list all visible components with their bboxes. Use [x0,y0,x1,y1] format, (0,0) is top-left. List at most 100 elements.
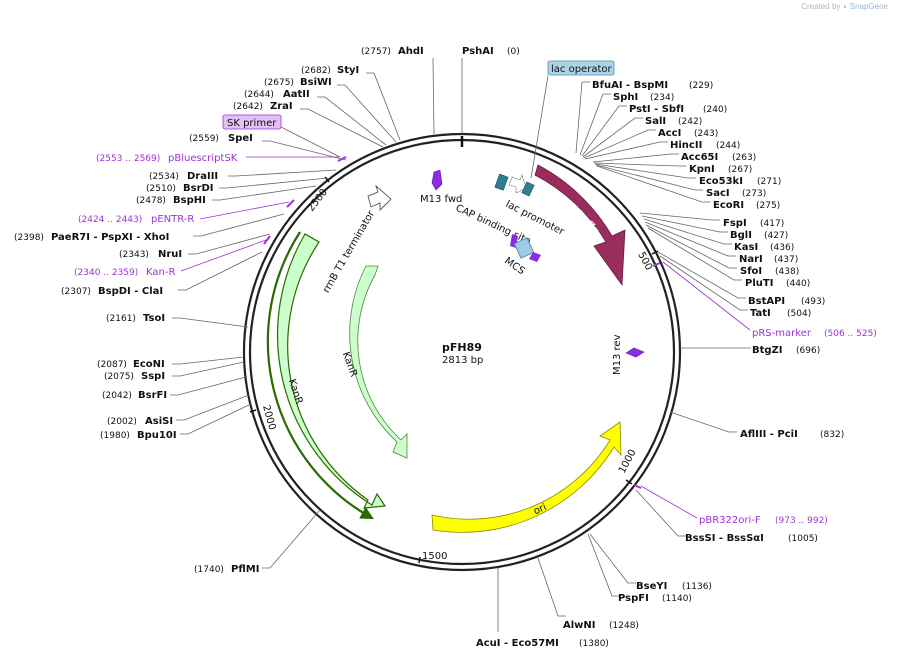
feature-m13-rev[interactable]: M13 rev [612,334,645,375]
enzyme-tati[interactable]: TatI (504) [659,255,811,319]
enzyme-btgzi[interactable]: BtgZI (696) [680,345,820,356]
enzyme-pspfi[interactable]: PspFI (1140) [587,533,692,604]
enzyme-pflmi[interactable]: (1740) PflMI [194,509,321,575]
enzyme-btgzi-name: BtgZI [752,345,783,356]
primer-kan-r-name: Kan-R [146,267,175,278]
enzyme-nrui-name: NruI [158,249,182,260]
primer-pentr-r[interactable]: (2424 .. 2443) pENTR-R [78,199,295,225]
enzyme-fspi-pos: (417) [760,219,784,229]
plasmid-length: 2813 bp [442,355,483,366]
enzyme-fspi[interactable]: FspI (417) [639,212,784,229]
enzyme-nrui[interactable]: (2343) NruI [119,233,271,260]
feature-rrnb-terminator[interactable]: rrnB T1 terminator [321,184,392,295]
primer-prs-marker[interactable]: pRS-marker (506 .. 525) [652,261,877,339]
enzyme-zrai-name: ZraI [270,101,293,112]
enzyme-bsrdi-pos: (2510) [146,184,176,194]
primer-kan-r-pos: (2340 .. 2359) [74,268,138,278]
enzyme-xhoi[interactable]: (2398) PaeR7I - PspXI - XhoI [14,213,285,243]
enzyme-bgli-pos: (427) [764,231,788,241]
enzyme-sbfi[interactable]: PstI - SbfI (240) [581,104,727,157]
enzyme-spei-pos: (2559) [189,134,219,144]
enzyme-bsphi-pos: (2478) [136,196,166,206]
enzyme-nari-name: NarI [739,254,763,265]
enzyme-bseyi[interactable]: BseYI (1136) [589,533,712,592]
enzyme-bsrdi[interactable]: (2510) BsrDI [146,177,329,194]
enzyme-sspi[interactable]: (2075) SspI [104,361,245,382]
enzyme-pspfi-name: PspFI [618,593,649,604]
enzyme-clai[interactable]: (2307) BspDI - ClaI [61,251,263,297]
tick-label-1500: 1500 [422,551,447,562]
feature-kanr-inner[interactable]: KanR [340,265,408,459]
enzyme-tati-pos: (504) [787,309,811,319]
enzyme-ahdi[interactable]: (2757) AhdI [361,46,435,135]
feature-lac-operator[interactable]: lac operator [521,60,615,197]
enzyme-acci[interactable]: AccI (243) [583,128,718,159]
enzyme-bsssi[interactable]: BssSI - BssSαI (1005) [635,489,818,544]
enzyme-bspmi[interactable]: BfuAI - BspMI (229) [575,80,713,154]
enzyme-econi-pos: (2087) [97,360,127,370]
credit-text: Created by [801,2,841,11]
enzyme-hincii-pos: (244) [716,141,740,151]
enzyme-bsiwi[interactable]: (2675) BsiWI [264,77,397,143]
feature-kanr-outer[interactable]: KanR [266,231,387,520]
enzyme-clai-name: BspDI - ClaI [98,286,163,297]
enzyme-sphi[interactable]: SphI (234) [579,92,674,156]
snapgene-credit: Created by ◗ SnapGene [801,2,888,11]
primer-prs-marker-name: pRS-marker [752,328,812,339]
enzyme-pshai-pos: (0) [507,47,520,57]
enzyme-bpu10i[interactable]: (1980) Bpu10I [100,403,252,441]
enzyme-draiii[interactable]: (2534) DraIII [149,169,337,182]
enzyme-spei-name: SpeI [228,133,253,144]
enzyme-bgli[interactable]: BglI (427) [641,215,788,241]
enzyme-bsphi[interactable]: (2478) BspHI [136,185,317,206]
enzyme-acc65i[interactable]: Acc65I (263) [592,152,756,163]
enzyme-kpni-pos: (267) [728,165,752,175]
enzyme-pluti[interactable]: PluTI (440) [647,227,810,289]
enzyme-pcii-pos: (832) [820,430,844,440]
enzyme-alwni-name: AlwNI [563,620,596,631]
enzyme-acui[interactable]: AcuI - Eco57MI (1380) [476,568,609,649]
enzyme-kpni[interactable]: KpnI (267) [593,162,752,175]
enzyme-sali[interactable]: SalI (242) [582,116,702,158]
enzyme-styi-name: StyI [337,65,359,76]
enzyme-tsoi-name: TsoI [143,313,165,324]
enzyme-bgli-name: BglI [730,230,752,241]
enzyme-hincii[interactable]: HincII (244) [584,140,740,160]
enzyme-alwni[interactable]: AlwNI (1248) [537,557,639,631]
enzyme-sfoi[interactable]: SfoI (438) [645,224,799,277]
feature-mcs[interactable]: MCS [502,234,541,277]
enzyme-tsoi[interactable]: (2161) TsoI [106,313,249,328]
enzyme-kasi[interactable]: KasI (436) [643,218,794,253]
enzyme-kasi-pos: (436) [770,243,794,253]
primer-pbluescriptsk[interactable]: (2553 .. 2569) pBluescriptSK [96,153,347,164]
enzyme-econi[interactable]: (2087) EcoNI [97,356,245,370]
enzyme-zrai[interactable]: (2642) ZraI [233,101,384,148]
enzyme-eco53ki[interactable]: Eco53kI (271) [594,163,781,187]
enzyme-bstapi[interactable]: BstAPI (493) [657,251,825,307]
credit-app: SnapGene [849,2,888,11]
enzyme-ecori[interactable]: EcoRI (275) [596,165,780,211]
feature-ori[interactable]: ori [431,421,622,533]
enzyme-fspi-name: FspI [723,218,747,229]
enzyme-nari[interactable]: NarI (437) [644,221,798,265]
enzyme-asisi[interactable]: (2002) AsiSI [107,394,250,427]
enzyme-ahdi-pos: (2757) [361,47,391,57]
primer-pbr322ori-f[interactable]: pBR322ori-F (973 .. 992) [633,484,828,526]
enzyme-pluti-pos: (440) [786,279,810,289]
enzyme-bstapi-name: BstAPI [748,296,785,307]
feature-m13-fwd[interactable]: M13 fwd [420,169,462,205]
enzyme-eco53ki-pos: (271) [757,177,781,187]
enzyme-aatii[interactable]: (2644) AatII [244,89,387,146]
primer-kan-r[interactable]: (2340 .. 2359) Kan-R [74,235,271,278]
enzyme-alwni-pos: (1248) [609,621,639,631]
enzyme-tsoi-pos: (2161) [106,314,136,324]
enzyme-pshai[interactable]: PshAI (0) [461,46,520,134]
enzyme-pcii[interactable]: AflIII - PciI (832) [669,411,844,440]
enzyme-acui-name: AcuI - Eco57MI [476,638,559,649]
enzyme-spei[interactable]: (2559) SpeI [189,133,347,161]
enzyme-bsrfi[interactable]: (2042) BsrFI [102,376,247,401]
sk-primer-box[interactable]: SK primer [222,114,341,158]
enzyme-xhoi-name: PaeR7I - PspXI - XhoI [51,232,169,243]
enzyme-saci[interactable]: SacI (273) [595,164,766,199]
enzyme-styi[interactable]: (2682) StyI [301,65,401,141]
